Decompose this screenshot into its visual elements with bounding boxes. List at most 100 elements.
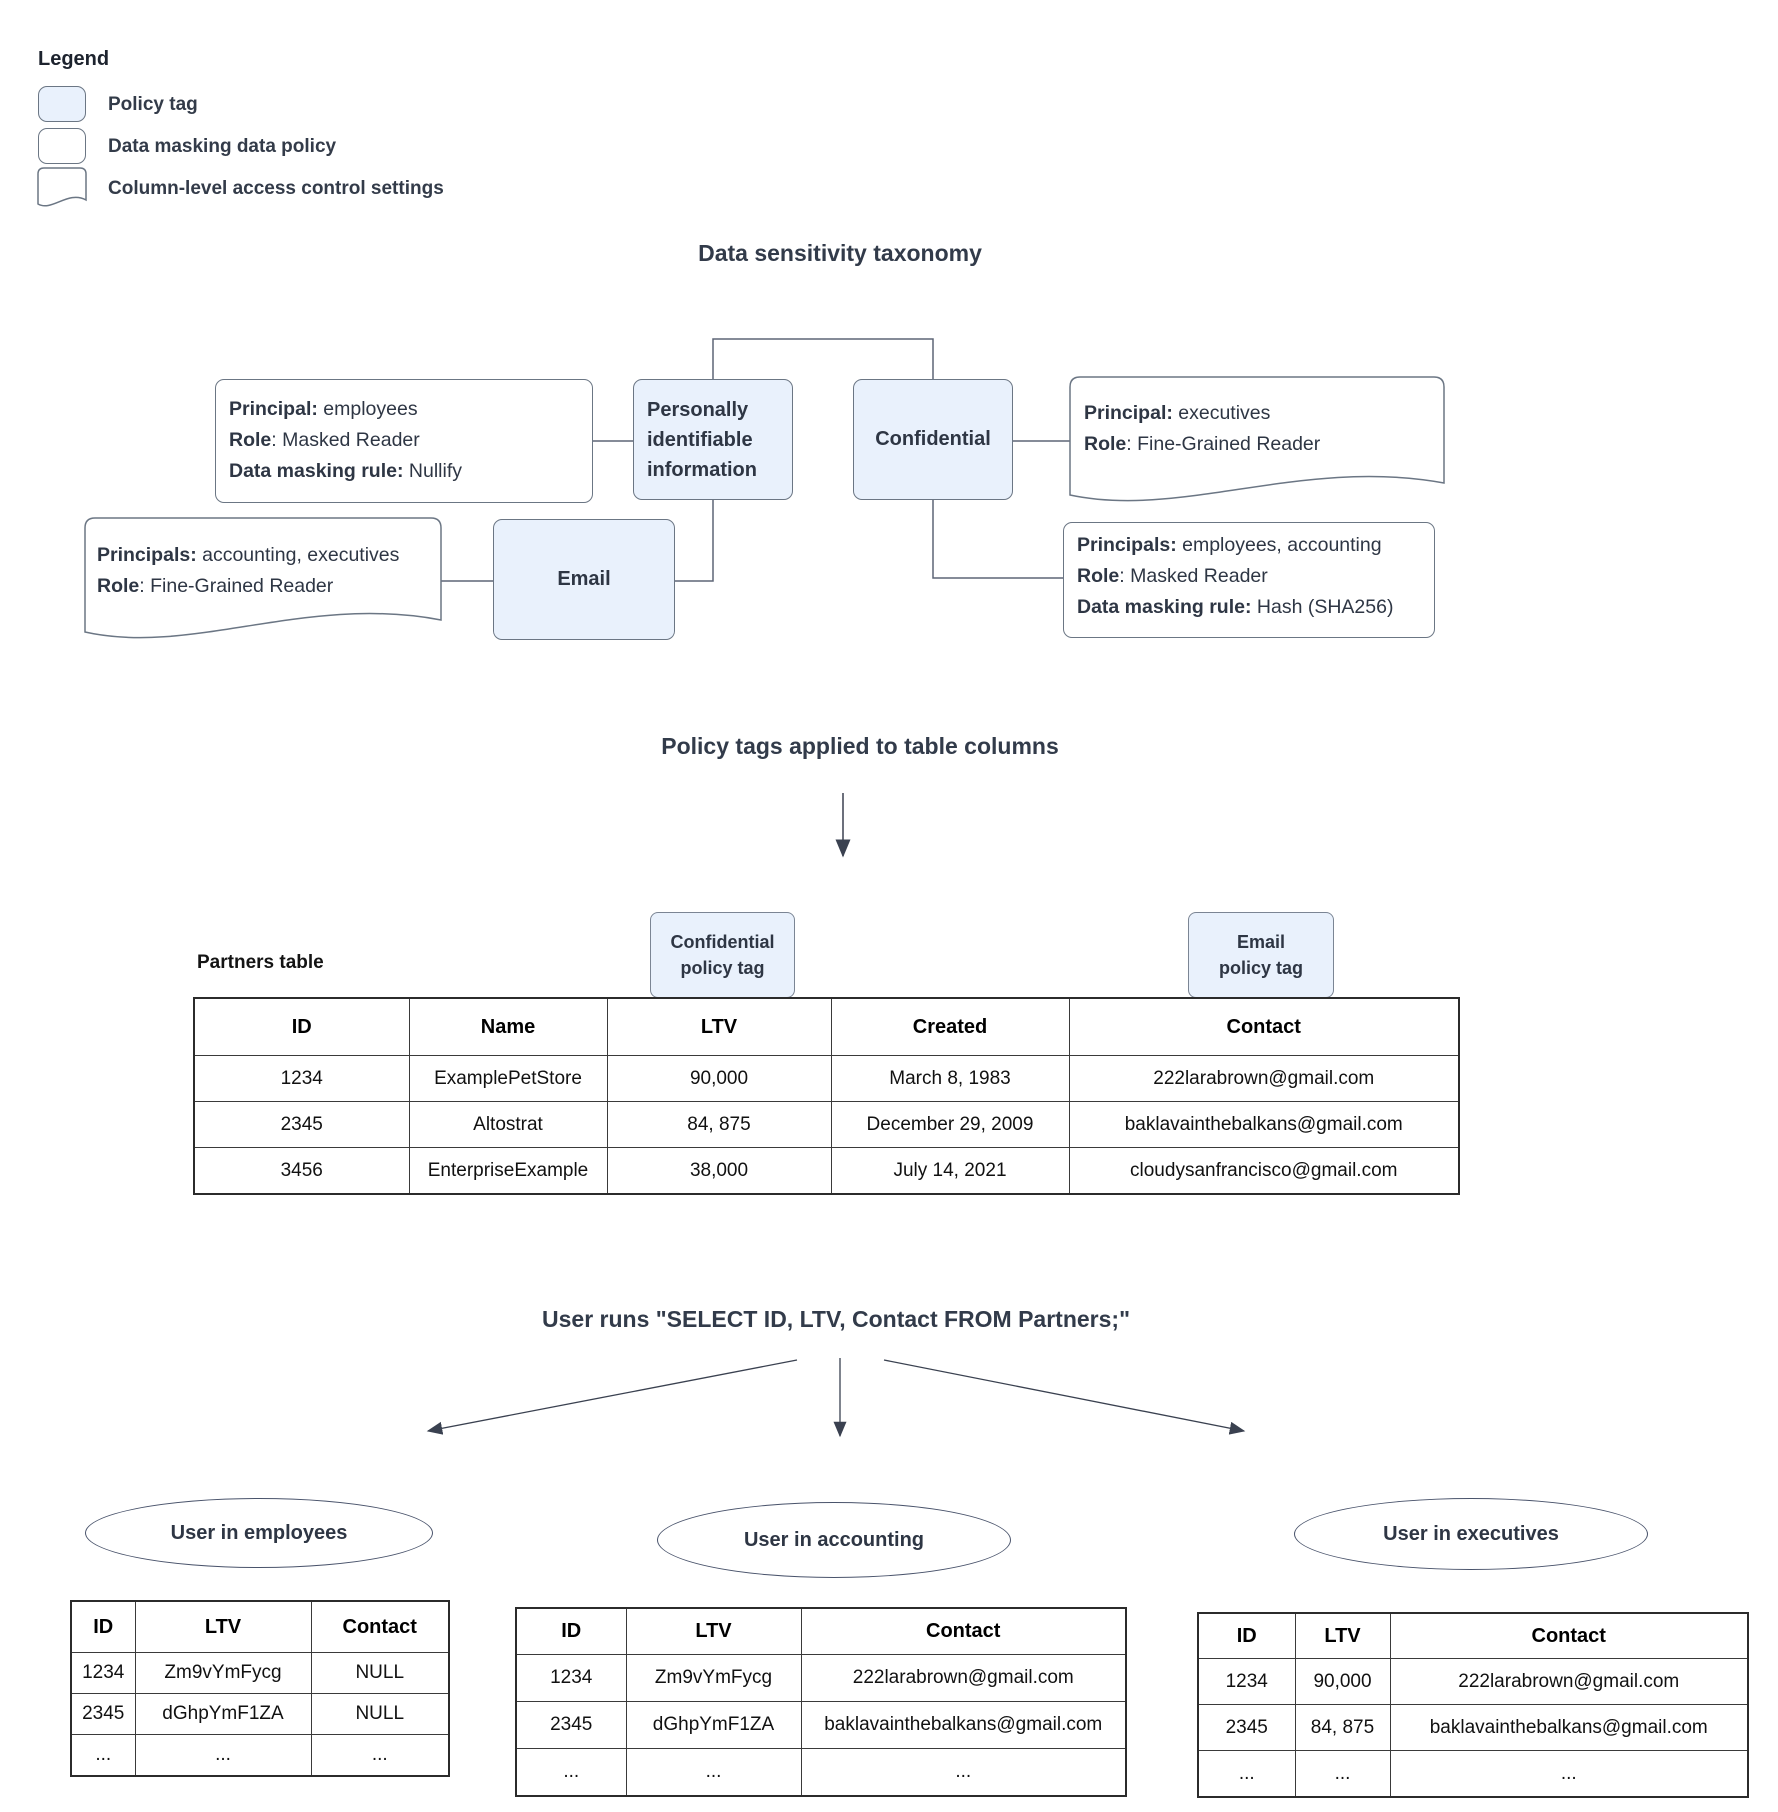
cell: 2345 [70, 1693, 136, 1735]
partners-header-row: ID Name LTV Created Contact [193, 997, 1460, 1056]
cell: ... [1294, 1750, 1391, 1798]
query-title: User runs "SELECT ID, LTV, Contact FROM … [542, 1306, 1130, 1332]
cell: ... [515, 1748, 627, 1797]
arrow-to-employees [426, 1359, 798, 1435]
oval-user-executives-label: User in executives [1383, 1522, 1559, 1545]
table-row: 3456 EnterpriseExample 38,000 July 14, 2… [193, 1147, 1460, 1195]
col-header: Created [830, 997, 1070, 1056]
cell: cloudysanfrancisco@gmail.com [1068, 1147, 1460, 1195]
col-header: ID [193, 997, 410, 1056]
data-policy-hash-box [1063, 522, 1435, 638]
col-header: LTV [1294, 1612, 1391, 1659]
cell: ... [1389, 1750, 1749, 1798]
chip-email-line1: Email [1236, 932, 1286, 952]
col-header: Name [408, 997, 608, 1056]
cell: 90,000 [606, 1055, 832, 1102]
legend-policy-tag-label: Policy tag [108, 94, 198, 115]
cell: ... [800, 1748, 1127, 1797]
acl-accounting-text: Principals: accounting, executives Role:… [97, 544, 400, 597]
cell: 222larabrown@gmail.com [1068, 1055, 1460, 1102]
table-row: 1234 Zm9vYmFycg 222larabrown@gmail.com [515, 1654, 1127, 1702]
cell: NULL [310, 1652, 450, 1694]
chip-confidential-line2: policy tag [680, 958, 765, 978]
cell: ... [134, 1734, 312, 1777]
cell: 84, 875 [1294, 1704, 1391, 1751]
cell: 3456 [193, 1147, 410, 1195]
cell: 222larabrown@gmail.com [800, 1654, 1127, 1702]
oval-user-accounting-label: User in accounting [743, 1528, 925, 1551]
cell: 38,000 [606, 1147, 832, 1195]
policy-tag-confidential: Confidential [853, 379, 1013, 500]
col-header: Contact [1068, 997, 1460, 1056]
cell: EnterpriseExample [408, 1147, 608, 1195]
cell: dGhpYmF1ZA [134, 1693, 312, 1735]
cell: ... [310, 1734, 450, 1777]
col-header: LTV [134, 1600, 312, 1653]
policy-tag-confidential-label: Confidential [875, 428, 991, 450]
result-header-row: ID LTV Contact [70, 1600, 450, 1653]
cell: 222larabrown@gmail.com [1389, 1658, 1749, 1705]
data-policy-hash-text: Principals: employees, accounting Role: … [1077, 534, 1394, 618]
cell: 1234 [515, 1654, 627, 1702]
col-header: Contact [800, 1607, 1127, 1655]
chip-confidential-policy-tag: Confidential policy tag [650, 912, 795, 998]
cell: 2345 [193, 1101, 410, 1148]
result-table-employees: ID LTV Contact 1234 Zm9vYmFycg NULL 2345… [70, 1600, 450, 1777]
policy-tag-email-label: Email [557, 568, 611, 590]
cell: July 14, 2021 [830, 1147, 1070, 1195]
arrow-to-executives [883, 1359, 1246, 1435]
table-row: 1234 Zm9vYmFycg NULL [70, 1652, 450, 1694]
col-header: ID [70, 1600, 136, 1653]
col-header: Contact [1389, 1612, 1749, 1659]
result-header-row: ID LTV Contact [1197, 1612, 1749, 1659]
partners-table-label: Partners table [197, 952, 324, 973]
cell: ... [70, 1734, 136, 1777]
cell: baklavainthebalkans@gmail.com [800, 1701, 1127, 1749]
col-header: LTV [625, 1607, 802, 1655]
cell: ExamplePetStore [408, 1055, 608, 1102]
policy-tag-email: Email [493, 519, 675, 640]
table-row: 1234 ExamplePetStore 90,000 March 8, 198… [193, 1055, 1460, 1102]
oval-user-executives: User in executives [1294, 1498, 1648, 1570]
cell: baklavainthebalkans@gmail.com [1389, 1704, 1749, 1751]
table-row: ... ... ... [1197, 1750, 1749, 1798]
cell: Zm9vYmFycg [134, 1652, 312, 1694]
result-header-row: ID LTV Contact [515, 1607, 1127, 1655]
legend-title: Legend [38, 48, 110, 70]
col-header: ID [1197, 1612, 1296, 1659]
result-table-executives: ID LTV Contact 1234 90,000 222larabrown@… [1197, 1612, 1749, 1798]
cell: ... [625, 1748, 802, 1797]
cell: Zm9vYmFycg [625, 1654, 802, 1702]
legend-acl-label: Column-level access control settings [108, 178, 444, 199]
partners-table: ID Name LTV Created Contact 1234 Example… [193, 997, 1460, 1195]
table-row: 2345 dGhpYmF1ZA NULL [70, 1693, 450, 1735]
col-header: Contact [310, 1600, 450, 1653]
acl-executives-text: Principal: executives Role: Fine-Grained… [1084, 402, 1321, 455]
policy-tag-pii-label: Personally identifiable information [647, 399, 757, 481]
oval-user-accounting: User in accounting [657, 1502, 1011, 1578]
legend-acl-shape [37, 167, 87, 207]
table-row: ... ... ... [515, 1748, 1127, 1797]
table-row: 2345 Altostrat 84, 875 December 29, 2009… [193, 1101, 1460, 1148]
oval-user-employees: User in employees [85, 1498, 433, 1568]
chip-confidential-line1: Confidential [670, 932, 775, 952]
cell: NULL [310, 1693, 450, 1735]
data-policy-nullify-text: Principal: employees Role: Masked Reader… [229, 398, 462, 482]
connector-confidential-hash [932, 500, 1063, 579]
cell: 2345 [1197, 1704, 1296, 1751]
chip-email-line2: policy tag [1218, 958, 1303, 978]
oval-user-employees-label: User in employees [170, 1521, 348, 1544]
data-policy-nullify-box [215, 379, 593, 503]
legend-data-policy-swatch [38, 128, 86, 164]
col-header: LTV [606, 997, 832, 1056]
table-row: 2345 84, 875 baklavainthebalkans@gmail.c… [1197, 1704, 1749, 1751]
cell: 1234 [70, 1652, 136, 1694]
taxonomy-title: Data sensitivity taxonomy [698, 240, 982, 266]
cell: Altostrat [408, 1101, 608, 1148]
connector-tree-top [712, 338, 934, 379]
cell: baklavainthebalkans@gmail.com [1068, 1101, 1460, 1148]
legend-policy-tag-swatch [38, 86, 86, 122]
cell: 84, 875 [606, 1101, 832, 1148]
connector-pii-email [675, 500, 714, 582]
